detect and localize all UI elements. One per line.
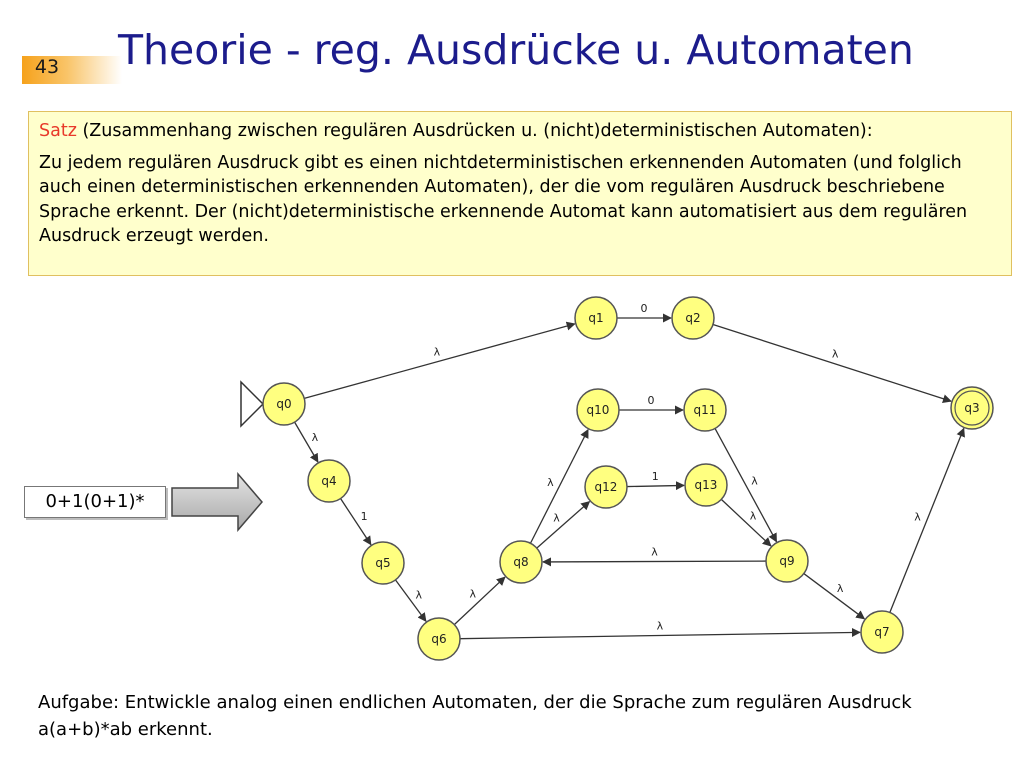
transition-q4-q5	[340, 498, 372, 546]
state-label-q2: q2	[685, 311, 700, 325]
state-q9: q9	[765, 539, 809, 583]
transition-q9-q8	[542, 557, 767, 567]
state-label-q1: q1	[588, 311, 603, 325]
state-q1: q1	[574, 296, 618, 340]
transition-label-q8-q10: λ	[547, 476, 554, 489]
transition-q9-q7	[803, 573, 866, 620]
state-q11: q11	[683, 388, 727, 432]
transition-q6-q7	[459, 627, 861, 640]
theorem-heading: Satz (Zusammenhang zwischen regulären Au…	[39, 119, 1001, 144]
state-label-q8: q8	[513, 555, 528, 569]
state-q4: q4	[307, 459, 351, 503]
page-title: Theorie - reg. Ausdrücke u. Automaten	[118, 26, 914, 74]
theorem-heading-text: (Zusammenhang zwischen regulären Ausdrüc…	[76, 121, 873, 141]
transition-label-q9-q8: λ	[651, 545, 658, 558]
theorem-box: Satz (Zusammenhang zwischen regulären Au…	[28, 111, 1012, 276]
state-q5: q5	[361, 541, 405, 585]
transition-q0-q1	[304, 321, 576, 400]
conversion-arrow-icon	[171, 472, 263, 532]
state-q6: q6	[417, 617, 461, 661]
state-label-q5: q5	[375, 556, 390, 570]
transition-q2-q3	[712, 323, 952, 404]
transition-label-q2-q3: λ	[832, 347, 839, 360]
state-q10: q10	[576, 388, 620, 432]
state-q13: q13	[684, 463, 728, 507]
theorem-body: Zu jedem regulären Ausdruck gibt es eine…	[39, 152, 968, 247]
transition-label-q13-q9: λ	[750, 509, 757, 522]
state-q3: q3	[950, 386, 994, 430]
transition-label-q7-q3: λ	[914, 511, 921, 524]
state-label-q10: q10	[587, 403, 610, 417]
transition-label-q6-q7: λ	[657, 620, 664, 633]
state-q8: q8	[499, 540, 543, 584]
state-q2: q2	[671, 296, 715, 340]
transition-q13-q9	[720, 498, 772, 547]
transition-q5-q6	[394, 579, 427, 623]
state-q12: q12	[584, 465, 628, 509]
transition-q12-q13	[626, 481, 685, 491]
transition-label-q4-q5: 1	[361, 510, 368, 523]
state-label-q6: q6	[431, 632, 446, 646]
transition-label-q12-q13: 1	[652, 470, 659, 483]
state-label-q0: q0	[276, 397, 291, 411]
state-q0: q0	[262, 382, 306, 426]
state-label-q4: q4	[321, 474, 336, 488]
transition-q8-q12	[536, 500, 591, 549]
slide-number: 43	[34, 56, 60, 78]
state-label-q12: q12	[595, 480, 618, 494]
state-q7: q7	[860, 610, 904, 654]
slide-number-bar	[22, 56, 122, 84]
state-label-q11: q11	[694, 403, 717, 417]
transition-label-q10-q11: 0	[648, 394, 655, 407]
transition-label-q11-q9: λ	[751, 474, 758, 487]
transition-label-q1-q2: 0	[641, 302, 648, 315]
transition-label-q8-q12: λ	[553, 511, 560, 524]
state-label-q13: q13	[695, 478, 718, 492]
transition-q0-q4	[294, 421, 319, 463]
state-label-q7: q7	[874, 625, 889, 639]
transition-label-q0-q4: λ	[312, 431, 319, 444]
regex-box: 0+1(0+1)*	[24, 486, 166, 518]
theorem-keyword: Satz	[39, 121, 77, 141]
transition-q11-q9	[714, 428, 778, 543]
transition-q7-q3	[889, 427, 965, 613]
transition-q6-q8	[453, 576, 506, 626]
transition-label-q5-q6: λ	[415, 589, 422, 602]
transition-q8-q10	[529, 428, 589, 544]
state-label-q3: q3	[964, 401, 979, 415]
initial-state-marker	[240, 380, 265, 428]
transition-label-q0-q1: λ	[434, 345, 441, 358]
state-label-q9: q9	[779, 554, 794, 568]
transition-label-q9-q7: λ	[837, 582, 844, 595]
task-text: Aufgabe: Entwickle analog einen endliche…	[38, 692, 912, 740]
transition-label-q6-q8: λ	[470, 588, 477, 601]
